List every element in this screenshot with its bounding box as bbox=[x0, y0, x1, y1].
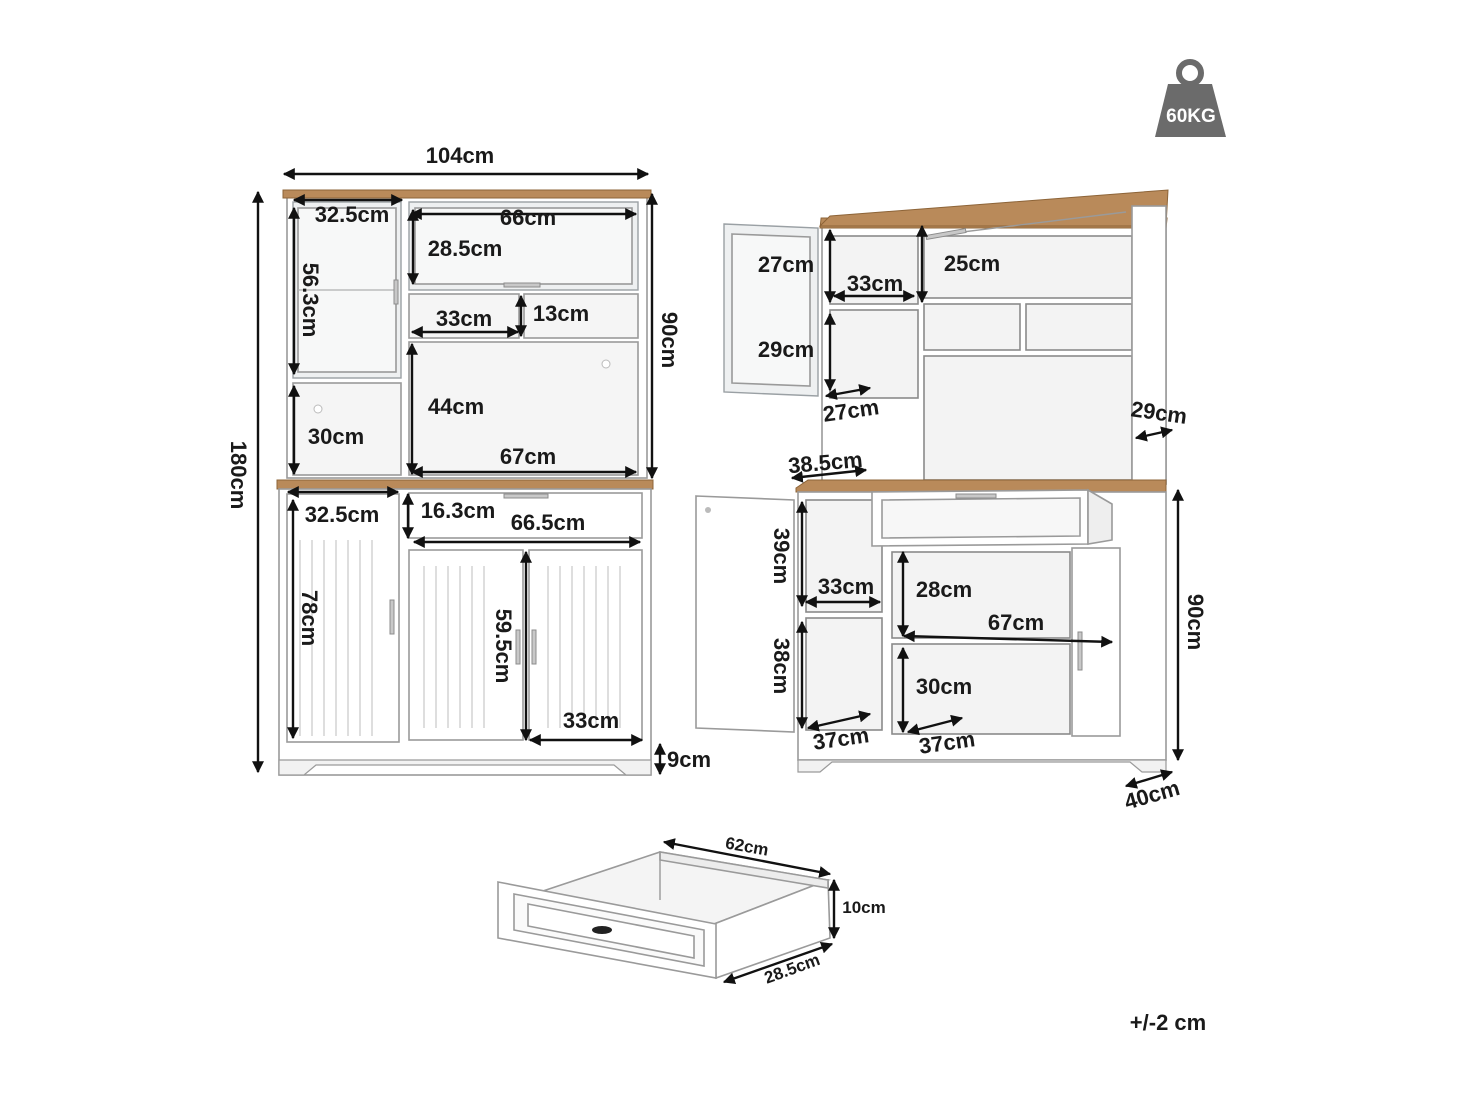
top-cabinet-height-label: 28.5cm bbox=[428, 236, 503, 261]
open-view-cabinet bbox=[695, 189, 1169, 773]
upper-shelf-width-label: 33cm bbox=[847, 271, 903, 296]
total-height-label: 180cm bbox=[226, 441, 251, 510]
weight-icon bbox=[1155, 59, 1226, 137]
lower-inner-width-label: 33cm bbox=[818, 574, 874, 599]
microwave-height-label: 44cm bbox=[428, 394, 484, 419]
lower-left-door-height-label: 78cm bbox=[297, 590, 322, 646]
drawer-height-label: 16.3cm bbox=[421, 498, 496, 523]
open-view-dimensions bbox=[790, 224, 1184, 789]
weight-badge: 60KG bbox=[1155, 59, 1226, 137]
open-shelf-width-label: 33cm bbox=[436, 306, 492, 331]
right-upper-height-label: 28cm bbox=[916, 577, 972, 602]
lower-shelf-height-label: 29cm bbox=[758, 337, 814, 362]
leg-height-label: 9cm bbox=[667, 747, 711, 772]
glass-door-height-label: 56.3cm bbox=[298, 263, 323, 338]
lower-left-open-height-label: 30cm bbox=[308, 424, 364, 449]
upper-shelf-height-label: 27cm bbox=[758, 252, 814, 277]
front-view-cabinet bbox=[276, 189, 654, 776]
total-depth-label: 40cm bbox=[1121, 775, 1182, 815]
top-right-height-label: 25cm bbox=[944, 251, 1000, 276]
lower-height-label: 90cm bbox=[1183, 594, 1208, 650]
glass-door-width-label: 32.5cm bbox=[315, 202, 390, 227]
drawer-height-detail-label: 10cm bbox=[842, 898, 885, 917]
open-shelf-height-label: 13cm bbox=[533, 301, 589, 326]
lower-bottom-height-label: 38cm bbox=[769, 638, 794, 694]
microwave-width-label: 67cm bbox=[500, 444, 556, 469]
drawer-width-label: 66.5cm bbox=[511, 510, 586, 535]
weight-label: 60KG bbox=[1166, 106, 1216, 127]
front-view-dimensions bbox=[252, 168, 666, 776]
lower-left-door-width-label: 32.5cm bbox=[305, 502, 380, 527]
top-cabinet-width-label: 66cm bbox=[500, 205, 556, 230]
double-door-height-label: 59.5cm bbox=[491, 609, 516, 684]
tolerance-note: +/-2 cm bbox=[1130, 1010, 1206, 1035]
front-view-labels: 104cm 180cm 90cm 9cm 32.5cm 56.3cm 66cm … bbox=[226, 143, 711, 772]
total-width-label: 104cm bbox=[426, 143, 495, 168]
drawer-detail: 62cm 10cm 28.5cm bbox=[497, 833, 886, 988]
lower-upper-height-label: 39cm bbox=[769, 528, 794, 584]
double-door-width-label: 33cm bbox=[563, 708, 619, 733]
upper-height-label: 90cm bbox=[657, 312, 682, 368]
right-bottom-height-label: 30cm bbox=[916, 674, 972, 699]
right-inner-width-label: 67cm bbox=[988, 610, 1044, 635]
